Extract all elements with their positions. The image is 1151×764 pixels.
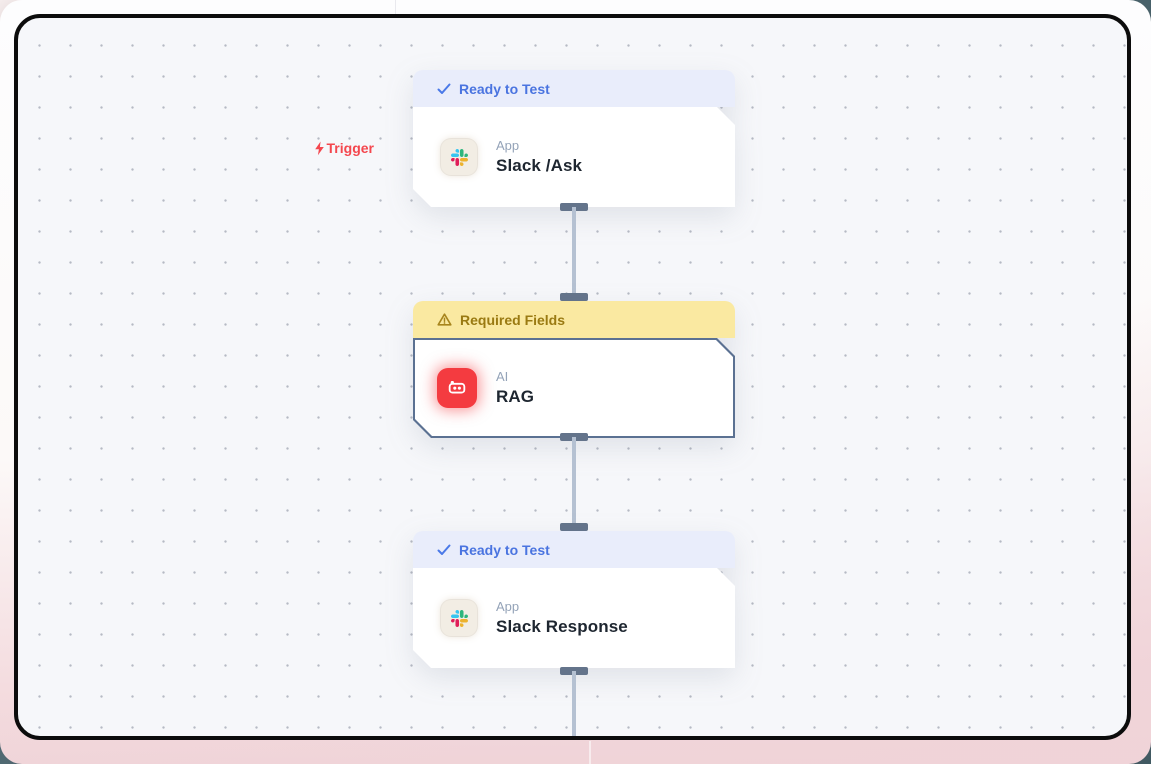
warning-icon [437,313,452,326]
node-category: AI [496,369,509,384]
node-text: App Slack Response [496,599,628,637]
input-port-handle[interactable] [560,293,588,301]
node-title: Slack /Ask [496,156,583,175]
status-badge: Required Fields [413,301,735,338]
connector-line [572,437,576,527]
connector-3 [560,667,588,736]
connector-line [572,671,576,736]
node-body[interactable]: App Slack /Ask [413,107,735,207]
node-category: App [496,599,520,614]
connector-1 [560,203,588,301]
node-body[interactable]: AI RAG [413,338,735,438]
input-port-handle[interactable] [560,523,588,531]
check-icon [437,83,451,94]
status-badge: Ready to Test [413,70,735,107]
trigger-annotation: Trigger [278,140,374,156]
check-icon [437,544,451,555]
connector-2 [560,433,588,531]
node-title: Slack Response [496,617,628,636]
workflow-canvas[interactable]: Trigger Ready to Test App Slack /Ask [14,14,1131,740]
slack-icon [441,139,477,175]
node-slack-ask[interactable]: Ready to Test App Slack /Ask [413,70,735,207]
status-label: Ready to Test [459,541,550,558]
node-text: AI RAG [496,369,534,407]
slack-icon [441,600,477,636]
node-body[interactable]: App Slack Response [413,568,735,668]
node-slack-response[interactable]: Ready to Test App Slack Response [413,531,735,668]
status-label: Ready to Test [459,80,550,97]
status-label: Required Fields [460,311,566,328]
ai-robot-icon [437,368,477,408]
lightning-icon [314,141,324,155]
node-category: App [496,138,520,153]
node-title: RAG [496,387,535,406]
bottom-band-divider [589,741,591,764]
node-text: App Slack /Ask [496,138,582,176]
top-band-divider [395,0,396,14]
trigger-label: Trigger [326,140,374,156]
node-rag[interactable]: Required Fields AI RAG [413,301,735,438]
status-badge: Ready to Test [413,531,735,568]
connector-line [572,207,576,297]
node-body-inner: AI RAG [415,340,733,436]
